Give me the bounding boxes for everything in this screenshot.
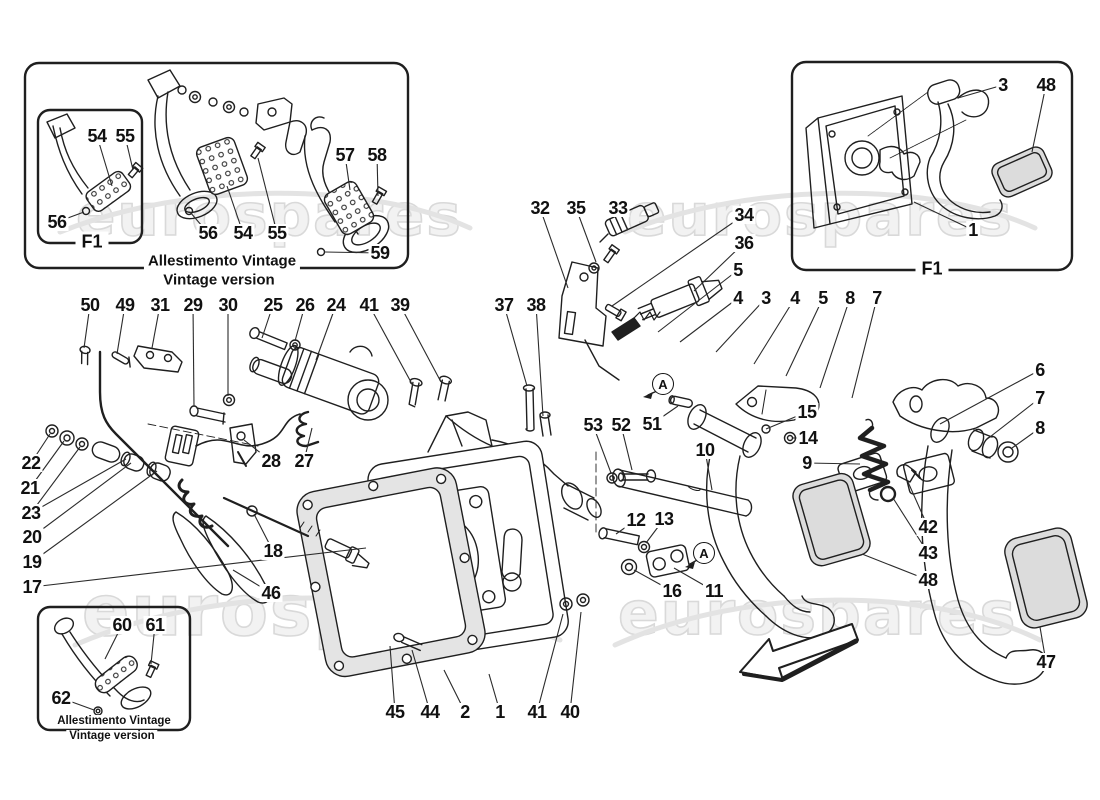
part-callout-48: 48 [1034,75,1058,95]
part-callout-7: 7 [1033,388,1047,408]
part-callout-40: 40 [558,702,582,722]
part-callout-36: 36 [732,233,756,253]
part-callout-4: 4 [788,288,802,308]
part-callout-14: 14 [796,428,820,448]
part-callout-30: 30 [216,295,240,315]
part-callout-47: 47 [1034,652,1058,672]
part-callout-55: 55 [265,223,289,243]
part-callout-21: 21 [18,478,42,498]
caption-vintage-top-line1: Allestimento Vintage [143,252,301,270]
part-callout-31: 31 [148,295,172,315]
part-callout-45: 45 [383,702,407,722]
caption-vintage-bottom-line2: Vintage version [66,730,158,742]
part-callout-59: 59 [368,243,392,263]
reference-arrows [643,390,700,569]
part-callout-15: 15 [795,402,819,422]
part-callout-8: 8 [1033,418,1047,438]
part-callout-10: 10 [693,440,717,460]
part-callout-8: 8 [843,288,857,308]
part-callout-54: 54 [85,126,109,146]
part-callout-6: 6 [1033,360,1047,380]
part-callout-9: 9 [800,453,814,473]
part-callout-48: 48 [916,570,940,590]
part-callout-5: 5 [731,260,745,280]
part-callout-37: 37 [492,295,516,315]
part-callout-41: 41 [525,702,549,722]
watermark-text: eurospares [617,579,1018,649]
fastener-parts [147,375,693,611]
part-callout-7: 7 [870,288,884,308]
part-callout-56: 56 [45,212,69,232]
figure-label-inner-f1: F1 [75,231,109,253]
part-callout-56: 56 [196,223,220,243]
part-callout-19: 19 [20,552,44,572]
part-callout-2: 2 [458,702,472,722]
part-callout-25: 25 [261,295,285,315]
part-callout-39: 39 [388,295,412,315]
part-callout-34: 34 [732,205,756,225]
pedal-shaft [612,468,753,517]
part-callout-27: 27 [292,451,316,471]
part-callout-61: 61 [143,615,167,635]
part-callout-58: 58 [365,145,389,165]
part-callout-16: 16 [660,581,684,601]
part-callout-35: 35 [564,198,588,218]
part-callout-3: 3 [996,75,1010,95]
part-callout-28: 28 [259,451,283,471]
part-callout-5: 5 [816,288,830,308]
direction-arrow [739,623,859,682]
clutch-pedal [687,385,921,639]
part-callout-60: 60 [110,615,134,635]
pedal-support-housing [296,411,602,678]
part-callout-44: 44 [418,702,442,722]
part-callout-52: 52 [609,415,633,435]
part-callout-43: 43 [916,543,940,563]
circled-letter-a-1: A [652,373,674,395]
part-callout-13: 13 [652,509,676,529]
part-callout-62: 62 [49,688,73,708]
part-callout-3: 3 [759,288,773,308]
part-callout-49: 49 [113,295,137,315]
part-callout-26: 26 [293,295,317,315]
part-callout-17: 17 [20,577,44,597]
figure-label-f1-right: F1 [915,258,949,280]
caption-vintage-top-line2: Vintage version [159,271,279,289]
part-callout-18: 18 [261,541,285,561]
vintage-pedal-middle [147,69,307,220]
part-callout-57: 57 [333,145,357,165]
part-callout-33: 33 [606,198,630,218]
part-callout-51: 51 [640,414,664,434]
part-callout-53: 53 [581,415,605,435]
inner-f1-pedal [46,113,144,216]
part-callout-11: 11 [702,581,726,601]
sensor-group [558,202,723,381]
part-callout-55: 55 [113,126,137,146]
part-callout-38: 38 [524,295,548,315]
part-callout-1: 1 [493,702,507,722]
part-callout-12: 12 [624,510,648,530]
caption-vintage-bottom-line1: Allestimento Vintage [54,715,174,727]
part-callout-20: 20 [20,527,44,547]
servo-motor-group [79,326,389,467]
vintage-pedal-small [53,617,160,716]
part-callout-4: 4 [731,288,745,308]
part-callout-46: 46 [259,583,283,603]
brake-pedal [892,379,1088,685]
part-callout-24: 24 [324,295,348,315]
part-callout-41: 41 [357,295,381,315]
part-callout-22: 22 [19,453,43,473]
f1-pedal-assembly [805,79,1053,229]
part-callout-23: 23 [19,503,43,523]
part-callout-42: 42 [916,517,940,537]
part-callout-50: 50 [78,295,102,315]
part-callout-32: 32 [528,198,552,218]
part-callout-54: 54 [231,223,255,243]
accelerator-group [45,350,370,604]
part-callout-29: 29 [181,295,205,315]
circled-letter-a-2: A [693,542,715,564]
part-callout-1: 1 [966,220,980,240]
